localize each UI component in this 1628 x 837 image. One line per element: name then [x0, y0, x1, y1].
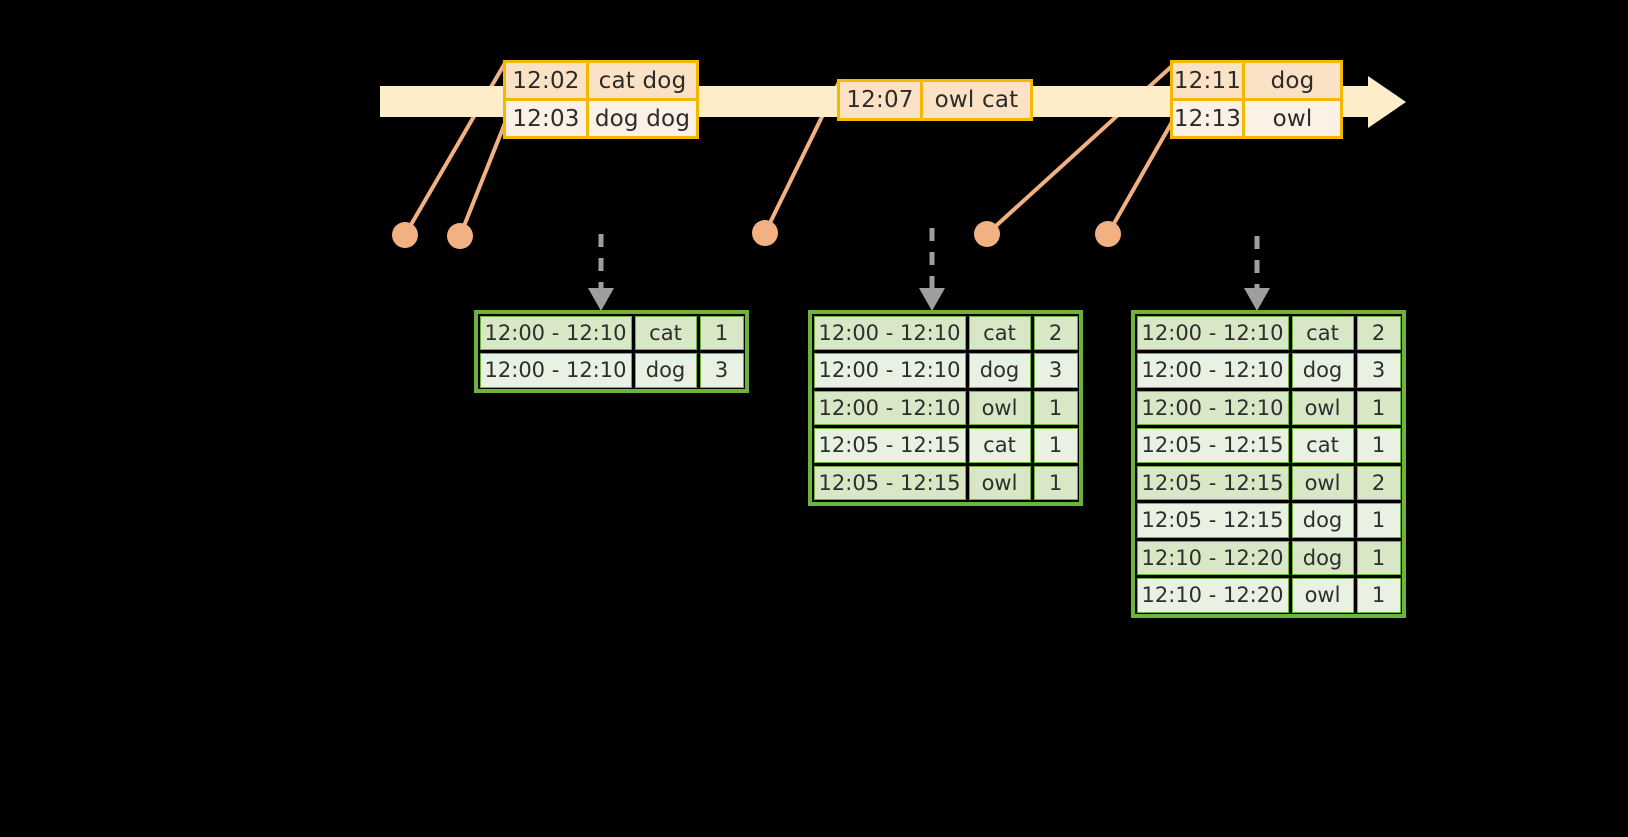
cell-count: 1: [1356, 503, 1401, 538]
cell-window: 12:05 - 12:15: [813, 465, 966, 500]
cell-count: 1: [1033, 428, 1078, 463]
event-box-group-2: 12:07 owl cat: [837, 79, 1033, 121]
event-words: owl: [1245, 101, 1340, 136]
cell-window: 12:05 - 12:15: [1136, 428, 1289, 463]
cell-window: 12:05 - 12:15: [813, 428, 966, 463]
cell-count: 1: [1033, 465, 1078, 500]
cell-window: 12:00 - 12:10: [813, 353, 966, 388]
event-box-group-3: 12:11 dog 12:13 owl: [1170, 60, 1343, 139]
event-time: 12:07: [840, 82, 923, 118]
cell-key: cat: [1291, 315, 1354, 350]
event-words: dog dog: [589, 101, 696, 136]
cell-key: owl: [968, 390, 1031, 425]
cell-window: 12:10 - 12:20: [1136, 578, 1289, 613]
cell-count: 3: [1033, 353, 1078, 388]
event-words: cat dog: [589, 63, 696, 98]
cell-count: 1: [699, 315, 744, 350]
connector-dot-12-02: [392, 222, 418, 248]
connector-line-12-03: [458, 121, 507, 238]
event-words: dog: [1245, 63, 1340, 98]
cell-window: 12:00 - 12:10: [1136, 390, 1289, 425]
event-row: 12:07 owl cat: [840, 82, 1030, 118]
event-time: 12:11: [1173, 63, 1245, 98]
cell-key: dog: [1291, 353, 1354, 388]
cell-key: owl: [1291, 390, 1354, 425]
cell-window: 12:00 - 12:10: [1136, 353, 1289, 388]
flow-arrow-head-1: [588, 288, 614, 311]
cell-window: 12:05 - 12:15: [1136, 465, 1289, 500]
cell-count: 2: [1356, 465, 1401, 500]
cell-key: dog: [1291, 540, 1354, 575]
cell-count: 3: [1356, 353, 1401, 388]
cell-key: dog: [968, 353, 1031, 388]
cell-key: cat: [968, 315, 1031, 350]
cell-key: owl: [1291, 578, 1354, 613]
cell-window: 12:00 - 12:10: [813, 390, 966, 425]
cell-window: 12:00 - 12:10: [479, 353, 632, 388]
cell-key: dog: [634, 353, 697, 388]
cell-count: 2: [1356, 315, 1401, 350]
cell-window: 12:05 - 12:15: [1136, 503, 1289, 538]
cell-window: 12:00 - 12:10: [813, 315, 966, 350]
cell-key: owl: [1291, 465, 1354, 500]
connector-dot-12-11: [974, 221, 1000, 247]
connector-line-12-13: [1106, 120, 1174, 236]
cell-count: 1: [1356, 428, 1401, 463]
event-time: 12:02: [506, 63, 589, 98]
event-row: 12:03 dog dog: [506, 98, 696, 136]
cell-key: dog: [1291, 503, 1354, 538]
cell-window: 12:00 - 12:10: [1136, 315, 1289, 350]
event-time: 12:03: [506, 101, 589, 136]
cell-window: 12:10 - 12:20: [1136, 540, 1289, 575]
event-row: 12:02 cat dog: [506, 63, 696, 98]
cell-key: owl: [968, 465, 1031, 500]
flow-arrow-head-2: [919, 288, 945, 311]
cell-count: 3: [699, 353, 744, 388]
cell-key: cat: [1291, 428, 1354, 463]
connector-dot-12-13: [1095, 221, 1121, 247]
cell-count: 1: [1356, 578, 1401, 613]
connector-dot-12-03: [447, 223, 473, 249]
cell-count: 1: [1356, 540, 1401, 575]
event-row: 12:11 dog: [1173, 63, 1340, 98]
event-time: 12:13: [1173, 101, 1245, 136]
cell-window: 12:00 - 12:10: [479, 315, 632, 350]
event-words: owl cat: [923, 82, 1030, 118]
cell-count: 2: [1033, 315, 1078, 350]
cell-key: cat: [968, 428, 1031, 463]
event-box-group-1: 12:02 cat dog 12:03 dog dog: [503, 60, 699, 139]
flow-arrow-head-3: [1244, 288, 1270, 311]
cell-count: 1: [1033, 390, 1078, 425]
event-row: 12:13 owl: [1173, 98, 1340, 136]
cell-count: 1: [1356, 390, 1401, 425]
timeline-arrowhead: [1368, 76, 1406, 128]
connector-dot-12-07: [752, 220, 778, 246]
cell-key: cat: [634, 315, 697, 350]
